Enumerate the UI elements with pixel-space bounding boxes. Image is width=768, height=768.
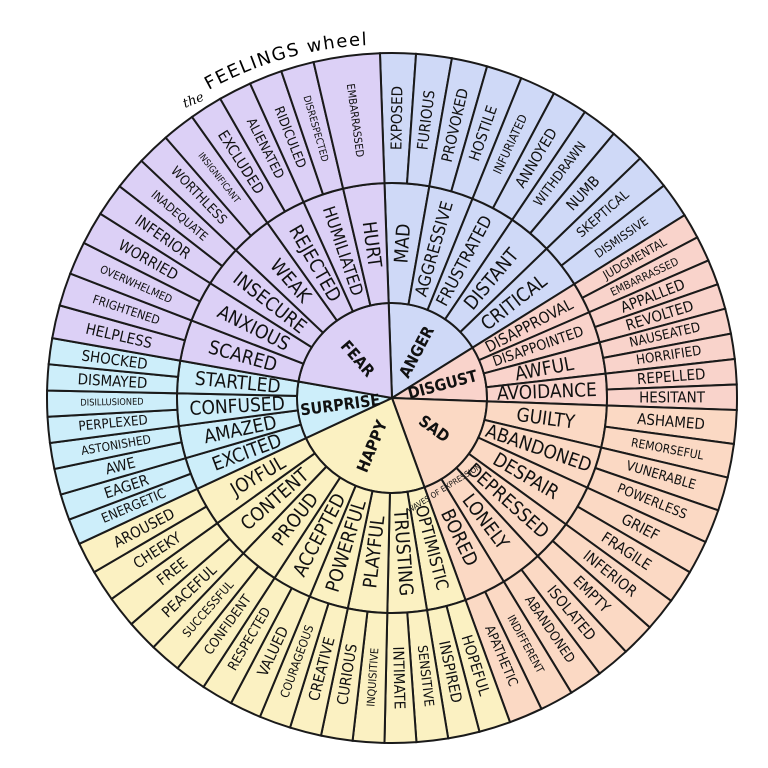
outer-label-disillusioned: DISILLUSIONED [80, 397, 143, 409]
middle-label-mad: MAD [390, 223, 415, 264]
outer-label-repelled: REPELLED [636, 365, 706, 388]
outer-label-exposed: EXPOSED [387, 86, 406, 150]
outer-label-dismayed: DISMAYED [77, 370, 148, 392]
outer-label-intimate: INTIMATE [389, 646, 409, 709]
outer-label-hesitant: HESITANT [639, 388, 706, 406]
wheel-rings [46, 52, 738, 744]
outer-label-ashamed: ASHAMED [636, 410, 705, 434]
outer-label-inquisitive: INQUISITIVE [364, 647, 381, 707]
outer-label-sensitive: SENSITIVE [414, 645, 436, 708]
middle-label-avoidance: AVOIDANCE [497, 379, 598, 405]
outer-segment-embarrassed [312, 52, 386, 190]
middle-label-confused: CONFUSED [189, 393, 285, 420]
outer-label-perplexed: PERPLEXED [78, 413, 149, 434]
